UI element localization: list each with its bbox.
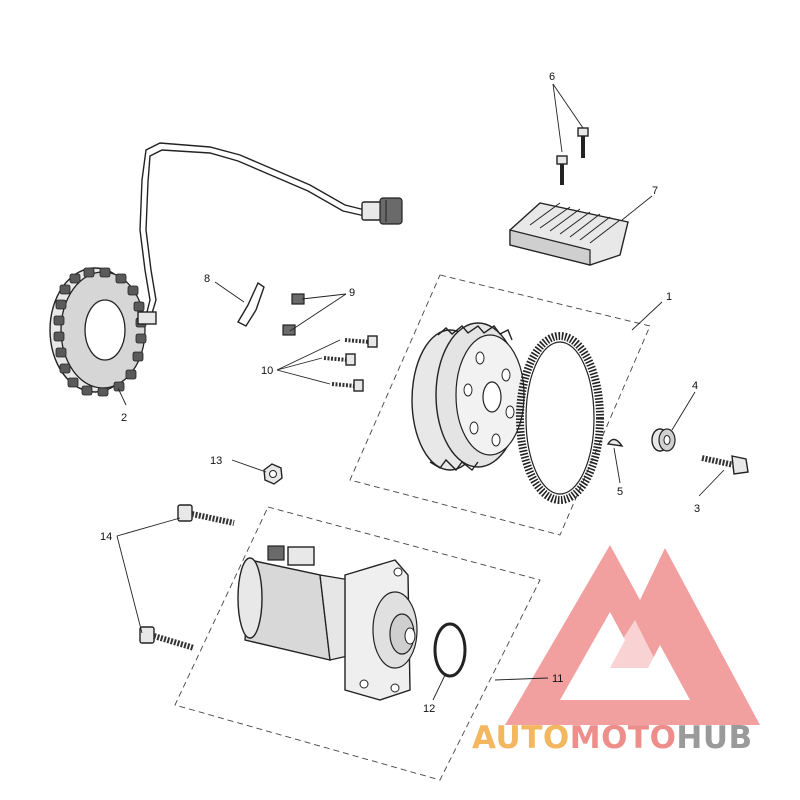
brand-logo-icon [505,545,760,725]
watermark-hub: HUB [676,720,752,756]
wiring-harness-icon [139,142,403,321]
callout-labels: 1 2 3 4 5 6 7 8 9 10 11 12 13 14 [100,71,700,715]
watermark-auto: AUTO [472,720,570,756]
o-ring-icon [433,622,467,678]
bolt-icon [701,455,749,475]
callout-2: 2 [121,412,127,424]
bolt-icon [556,127,589,185]
callout-9: 9 [349,287,355,299]
callout-13: 13 [210,455,222,467]
callout-12: 12 [423,703,435,715]
callout-11: 11 [552,673,563,685]
assembly-outline-1 [349,274,651,536]
callout-10: 10 [261,365,273,377]
starter-motor-icon [237,545,418,701]
cable-clip-icon [237,281,265,327]
callout-6: 6 [549,71,555,83]
watermark-moto: MOTO [570,720,677,756]
regulator-rectifier-icon [509,202,629,266]
callout-8: 8 [204,273,210,285]
woodruff-key-icon [606,438,624,447]
callout-4: 4 [692,380,698,392]
callout-3: 3 [694,503,700,515]
nut-icon [263,463,283,485]
callout-7: 7 [652,185,658,197]
callout-5: 5 [617,486,623,498]
assembly-outline-11 [174,506,541,781]
bolt-icon [139,504,235,651]
stator-icon [49,267,157,397]
callout-14: 14 [100,531,112,543]
starter-gear-icon [516,332,604,504]
callout-1: 1 [666,291,672,303]
washer-icon [651,428,676,452]
leader-lines [116,83,725,701]
sprag-clutch-icon [411,322,525,472]
bolt-icon [323,335,378,392]
watermark-text: AUTOMOTOHUB [472,720,753,756]
